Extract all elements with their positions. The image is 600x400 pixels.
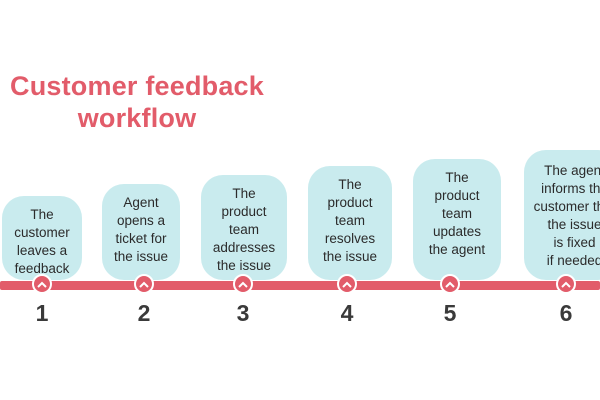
chevron-up-icon xyxy=(37,281,47,288)
step-marker-1 xyxy=(32,274,52,294)
step-card-text: Agent opens a ticket for the issue xyxy=(113,195,169,264)
step-marker-6 xyxy=(556,274,576,294)
step-number-1: 1 xyxy=(35,300,49,326)
step-card-text: The agent informs the customer that the … xyxy=(533,163,600,268)
step-number-2: 2 xyxy=(137,300,151,326)
step-card-6: The agent informs the customer that the … xyxy=(524,150,600,280)
diagram-title: Customer feedback workflow xyxy=(10,71,264,133)
step-marker-2 xyxy=(134,274,154,294)
step-card-text: The product team addresses the issue xyxy=(212,186,276,273)
step-marker-4 xyxy=(337,274,357,294)
chevron-up-icon xyxy=(445,281,455,288)
step-number-5: 5 xyxy=(443,300,457,326)
step-card-5: The product team updates the agent xyxy=(413,159,501,280)
chevron-up-icon xyxy=(342,281,352,288)
step-card-text: The product team updates the agent xyxy=(428,170,486,257)
timeline-bar xyxy=(0,281,600,290)
step-card-1: The customer leaves a feedback xyxy=(2,196,82,280)
chevron-up-icon xyxy=(238,281,248,288)
step-number-3: 3 xyxy=(236,300,250,326)
step-card-4: The product team resolves the issue xyxy=(308,166,392,280)
step-card-3: The product team addresses the issue xyxy=(201,175,287,280)
step-number-4: 4 xyxy=(340,300,354,326)
chevron-up-icon xyxy=(561,281,571,288)
chevron-up-icon xyxy=(139,281,149,288)
step-card-text: The product team resolves the issue xyxy=(322,177,378,264)
step-marker-5 xyxy=(440,274,460,294)
step-number-6: 6 xyxy=(559,300,573,326)
step-marker-3 xyxy=(233,274,253,294)
step-card-2: Agent opens a ticket for the issue xyxy=(102,184,180,280)
step-card-text: The customer leaves a feedback xyxy=(14,207,70,276)
